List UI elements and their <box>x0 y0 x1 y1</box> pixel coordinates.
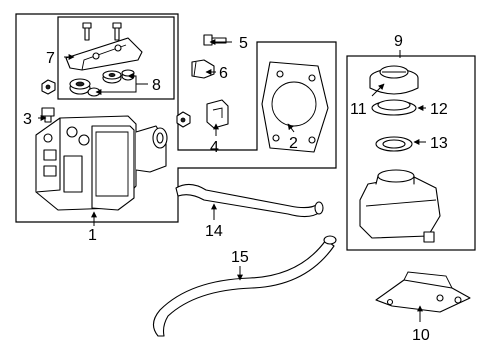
leader-8b <box>95 84 137 95</box>
part-4-mount <box>206 99 229 129</box>
part-12-diaphragm <box>371 99 417 116</box>
callout-13: 13 <box>430 135 448 152</box>
leader-11 <box>371 83 385 97</box>
callout-5: 5 <box>239 35 248 52</box>
bolt-top-right <box>112 22 122 41</box>
callout-8: 8 <box>152 77 161 94</box>
mounting-bracket <box>65 37 143 71</box>
callout-2: 2 <box>289 135 298 152</box>
reservoir-cap <box>369 65 419 95</box>
sensor-screw <box>41 107 55 123</box>
callout-14: 14 <box>205 223 223 240</box>
part-5-bolt <box>203 34 227 46</box>
callout-12: 12 <box>430 101 448 118</box>
leader-2 <box>287 123 295 133</box>
part-2-gasket <box>261 61 329 153</box>
callout-3: 3 <box>23 111 32 128</box>
part-10-bracket <box>375 271 471 313</box>
callout-10: 10 <box>412 327 430 344</box>
callout-1: 1 <box>88 227 97 244</box>
abs-modulator <box>35 115 168 211</box>
part-14-hose <box>175 183 324 218</box>
callout-7: 7 <box>46 50 55 67</box>
group-1-frame <box>15 13 337 223</box>
nut-left <box>41 79 56 95</box>
brake-fluid-reservoir <box>359 169 441 243</box>
callout-15: 15 <box>231 249 249 266</box>
callout-6: 6 <box>219 65 228 82</box>
part-6-clip <box>191 59 215 79</box>
bolt-top-left <box>82 22 92 41</box>
leader-8a <box>127 73 148 85</box>
group-7-8-frame <box>57 16 175 100</box>
callout-9: 9 <box>394 33 403 50</box>
small-nut <box>176 111 191 128</box>
part-13-seal <box>375 136 413 152</box>
callout-4: 4 <box>210 139 219 156</box>
part-15-hose <box>152 235 337 337</box>
group-9-frame <box>346 55 476 251</box>
callout-11: 11 <box>350 101 367 118</box>
